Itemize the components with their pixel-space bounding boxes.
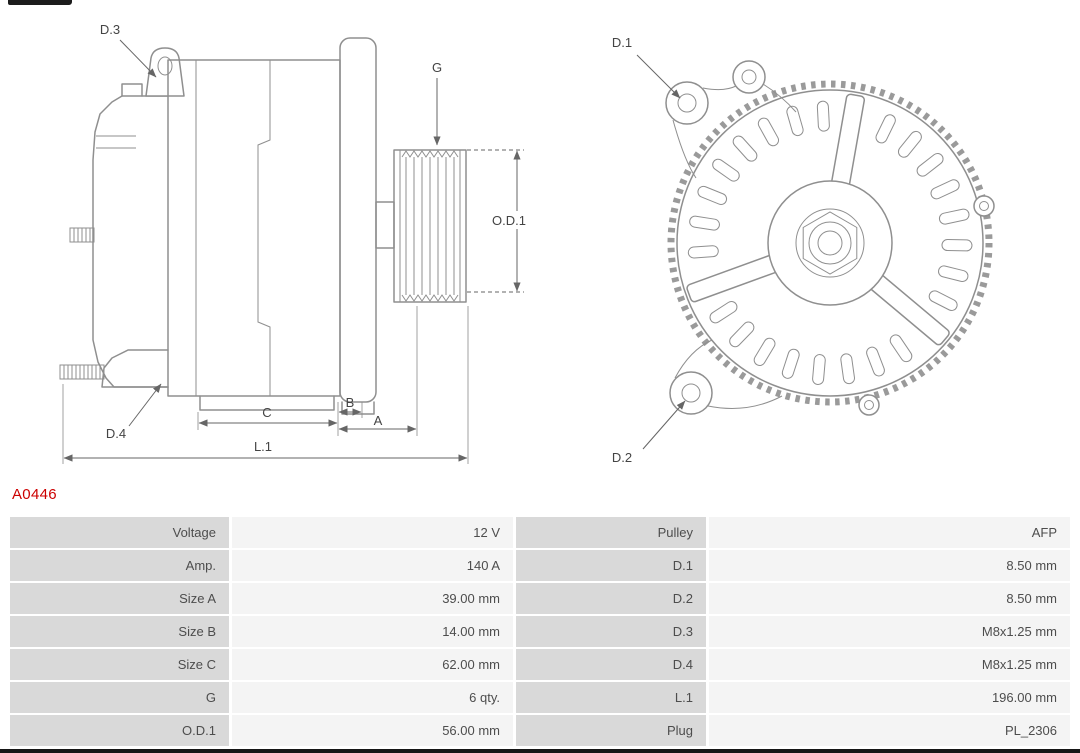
spec-label: Voltage [10,517,229,548]
spec-label: Size C [10,649,229,680]
spec-value: 12 V [232,517,513,548]
spec-label: D.3 [516,616,706,647]
spec-value: M8x1.25 mm [709,616,1070,647]
spec-value: 62.00 mm [232,649,513,680]
dim-label-b: B [346,395,355,410]
dim-label-d4: D.4 [106,426,126,441]
hub [767,180,893,306]
spec-value: 8.50 mm [709,550,1070,581]
spec-label: D.1 [516,550,706,581]
spec-value: PL_2306 [709,715,1070,746]
spec-value: 14.00 mm [232,616,513,647]
spec-value: 56.00 mm [232,715,513,746]
spec-value: 39.00 mm [232,583,513,614]
dim-label-c: C [262,405,271,420]
technical-drawing: G D.3 D.4 O.D.1 C B A L.1 [59,22,995,465]
dim-label-l1: L.1 [254,439,272,454]
alternator-drawing-svg: G D.3 D.4 O.D.1 C B A L.1 [59,22,995,465]
spec-value: 196.00 mm [709,682,1070,713]
spec-label: L.1 [516,682,706,713]
spec-table: Voltage 12 V Pulley AFP Amp. 140 A D.1 8… [10,517,1070,746]
spec-label: D.2 [516,583,706,614]
spec-label: Plug [516,715,706,746]
spec-label: D.4 [516,649,706,680]
spec-label: Size A [10,583,229,614]
dim-label-a: A [374,413,383,428]
spec-label: O.D.1 [10,715,229,746]
spec-value: 6 qty. [232,682,513,713]
dim-label-d1: D.1 [612,35,632,50]
side-view: G D.3 D.4 O.D.1 C B A L.1 [59,22,534,464]
spec-value: AFP [709,517,1070,548]
spec-value: 140 A [232,550,513,581]
dim-label-d2: D.2 [612,450,632,465]
dim-label-d3: D.3 [100,22,120,37]
bottom-border [0,749,1080,753]
spec-label: Size B [10,616,229,647]
part-number: A0446 [12,486,57,503]
pulley [393,149,467,303]
spec-label: G [10,682,229,713]
dim-label-g: G [432,60,442,75]
spec-label: Amp. [10,550,229,581]
spec-label: Pulley [516,517,706,548]
spec-value: M8x1.25 mm [709,649,1070,680]
spec-value: 8.50 mm [709,583,1070,614]
top-edge-artifact [8,0,72,5]
dim-label-od1: O.D.1 [492,213,526,228]
front-view: D.1 D.2 [612,35,995,465]
